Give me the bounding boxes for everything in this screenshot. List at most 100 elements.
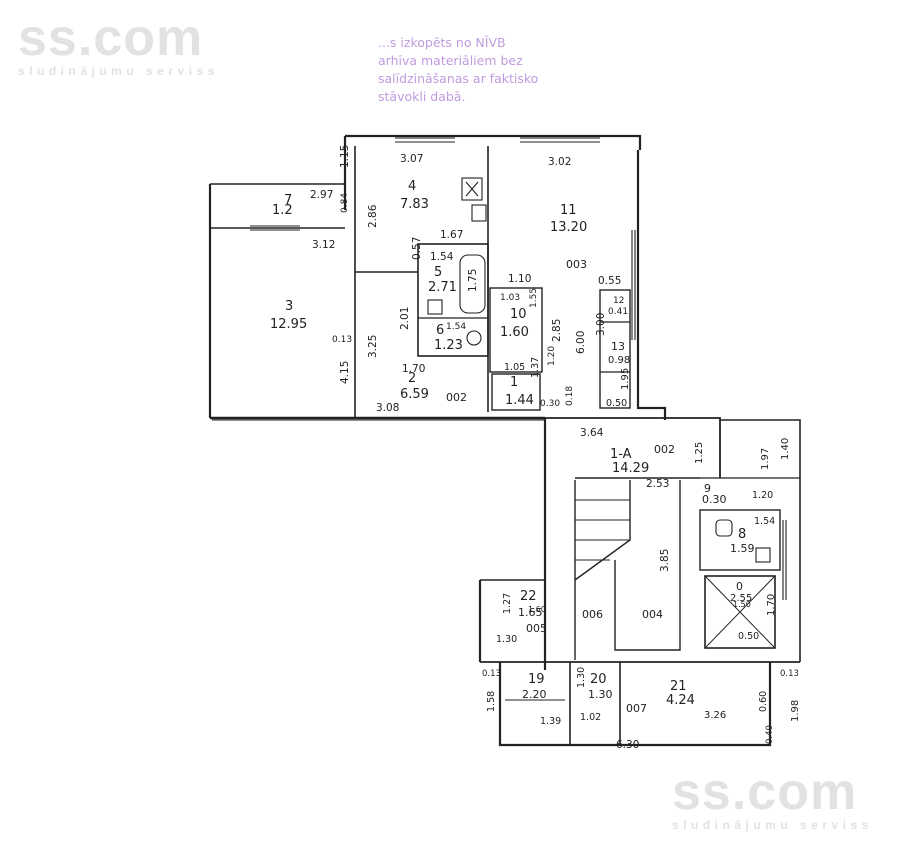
room-13-area: 0.98 bbox=[608, 355, 630, 366]
room-13-num: 13 bbox=[611, 340, 625, 353]
dim-43: 0.13 bbox=[482, 669, 501, 679]
room-11-area: 13.20 bbox=[550, 220, 587, 235]
bldg-marks: 002 002 003 004 005 006 007 bbox=[446, 258, 675, 715]
dim-53: 0.60 bbox=[758, 691, 769, 712]
room-0-area: 2.55 bbox=[730, 593, 752, 604]
dim-22: 2.85 bbox=[551, 319, 563, 342]
dim-46: 1.02 bbox=[580, 712, 601, 723]
room-12-area: 0.41 bbox=[608, 307, 628, 317]
dim-21: 3.08 bbox=[376, 402, 399, 414]
washbasin-icon bbox=[466, 330, 482, 346]
bldg-mark-7: 007 bbox=[626, 702, 647, 715]
fixtures bbox=[427, 177, 771, 563]
dim-20: 1.70 bbox=[402, 363, 425, 375]
room-21-num: 21 bbox=[670, 679, 687, 694]
room-21-area: 4.24 bbox=[666, 693, 695, 708]
dim-37: 1.20 bbox=[752, 490, 773, 501]
room-20-area: 1.30 bbox=[588, 688, 613, 701]
stove-icon bbox=[461, 177, 483, 201]
room-7-area: 1.2 bbox=[272, 203, 293, 218]
boiler-icon bbox=[715, 519, 733, 537]
dim-2: 1.15 bbox=[339, 145, 351, 168]
stamp-line-2: arhīva materiāliem bez bbox=[378, 53, 523, 68]
toilet-icon bbox=[427, 299, 443, 315]
room-0-num: 0 bbox=[736, 580, 743, 593]
room-5-area: 2.71 bbox=[428, 280, 457, 295]
sink-icon bbox=[471, 204, 487, 222]
archive-stamp: ...s izkopēts no NĪVB arhīva materiāliem… bbox=[378, 34, 538, 106]
room-2-area: 6.59 bbox=[400, 387, 429, 402]
dim-6: 2.86 bbox=[367, 204, 379, 228]
bldg-mark-6: 006 bbox=[582, 608, 603, 621]
room-5-num: 5 bbox=[434, 265, 442, 280]
bldg-mark-2: 002 bbox=[654, 443, 675, 456]
dim-18: 3.25 bbox=[367, 335, 379, 358]
dim-41: 1.27 bbox=[502, 593, 513, 614]
room-22-num: 22 bbox=[520, 589, 537, 604]
room-4-num: 4 bbox=[408, 179, 416, 194]
room-19-num: 19 bbox=[528, 672, 545, 687]
dim-33: 1.25 bbox=[694, 442, 705, 464]
room-10-num: 10 bbox=[510, 307, 527, 322]
room-11-num: 11 bbox=[560, 203, 577, 218]
dim-39: 3.85 bbox=[659, 549, 671, 572]
dim-52: 0.50 bbox=[738, 631, 759, 642]
dim-10: 1.75 bbox=[467, 269, 479, 292]
dim-44: 1.58 bbox=[486, 691, 497, 712]
dim-12: 0.55 bbox=[598, 275, 621, 287]
room-20-num: 20 bbox=[590, 672, 607, 687]
dim-36: 2.53 bbox=[646, 478, 669, 490]
watermark-logo-top: ss.com bbox=[18, 9, 204, 67]
stamp-line-4: stāvokli dabā. bbox=[378, 89, 466, 104]
dim-7: 1.67 bbox=[440, 229, 463, 241]
room-22-area: 1.65 bbox=[518, 606, 543, 619]
dim-15: 2.01 bbox=[399, 307, 411, 330]
dim-47: 1.30 bbox=[576, 667, 587, 688]
walls bbox=[208, 134, 801, 747]
room-6-area: 1.23 bbox=[434, 338, 463, 353]
dim-29: 0.50 bbox=[606, 398, 627, 409]
dim-19: 4.15 bbox=[339, 361, 351, 384]
dim-55: 1.50 bbox=[733, 600, 751, 609]
dim-14: 1.55 bbox=[529, 288, 539, 308]
dim-24: 3.00 bbox=[595, 313, 607, 336]
dimension-labels: 3.07 3.02 1.15 2.97 0.84 3.12 2.86 1.67 … bbox=[310, 145, 801, 751]
dim-3: 2.97 bbox=[310, 189, 333, 201]
dim-40: 1.70 bbox=[766, 594, 777, 616]
room-6-num: 6 bbox=[436, 323, 444, 338]
room-1a-num: 1-A bbox=[610, 447, 632, 462]
stamp-line-1: ...s izkopēts no NĪVB bbox=[378, 35, 506, 50]
dim-49: 6.30 bbox=[616, 739, 639, 751]
dim-1: 3.02 bbox=[548, 156, 571, 168]
dim-35: 1.40 bbox=[780, 438, 791, 460]
room-3-num: 3 bbox=[285, 299, 293, 314]
dim-25: 1.05 bbox=[504, 362, 525, 373]
dim-48: 3.26 bbox=[704, 710, 726, 721]
dim-50: 0.40 bbox=[765, 725, 775, 744]
room-3-area: 12.95 bbox=[270, 317, 307, 332]
room-10-area: 1.60 bbox=[500, 325, 529, 340]
room-1-num: 1 bbox=[510, 375, 518, 390]
bldg-mark-5: 005 bbox=[526, 622, 547, 635]
room-labels: 7 1.2 4 7.83 11 13.20 3 12.95 5 2.71 6 1… bbox=[270, 179, 755, 708]
room-2-num: 2 bbox=[408, 371, 416, 386]
dim-28: 1.95 bbox=[620, 368, 631, 390]
bldg-mark-4: 004 bbox=[642, 608, 663, 621]
dim-4: 0.84 bbox=[340, 193, 350, 213]
stove-cross-icon bbox=[465, 181, 479, 197]
room-8-num: 8 bbox=[738, 527, 746, 542]
room-19-area: 2.20 bbox=[522, 688, 547, 701]
dim-38: 1.54 bbox=[754, 516, 775, 527]
dim-32: 3.64 bbox=[580, 427, 604, 439]
bldg-mark-1: 002 bbox=[446, 391, 467, 404]
dim-11: 1.10 bbox=[508, 273, 531, 285]
dim-23: 6.00 bbox=[575, 331, 587, 354]
wc-icon bbox=[755, 547, 771, 563]
watermark-tagline-bottom: sludinājumu serviss bbox=[672, 818, 873, 832]
dim-30: 0.30 bbox=[540, 399, 560, 409]
dim-45: 1.39 bbox=[540, 716, 561, 727]
watermark-logo-bottom: ss.com bbox=[672, 763, 858, 821]
dim-13: 1.03 bbox=[500, 293, 520, 303]
dim-0: 3.07 bbox=[400, 153, 423, 165]
